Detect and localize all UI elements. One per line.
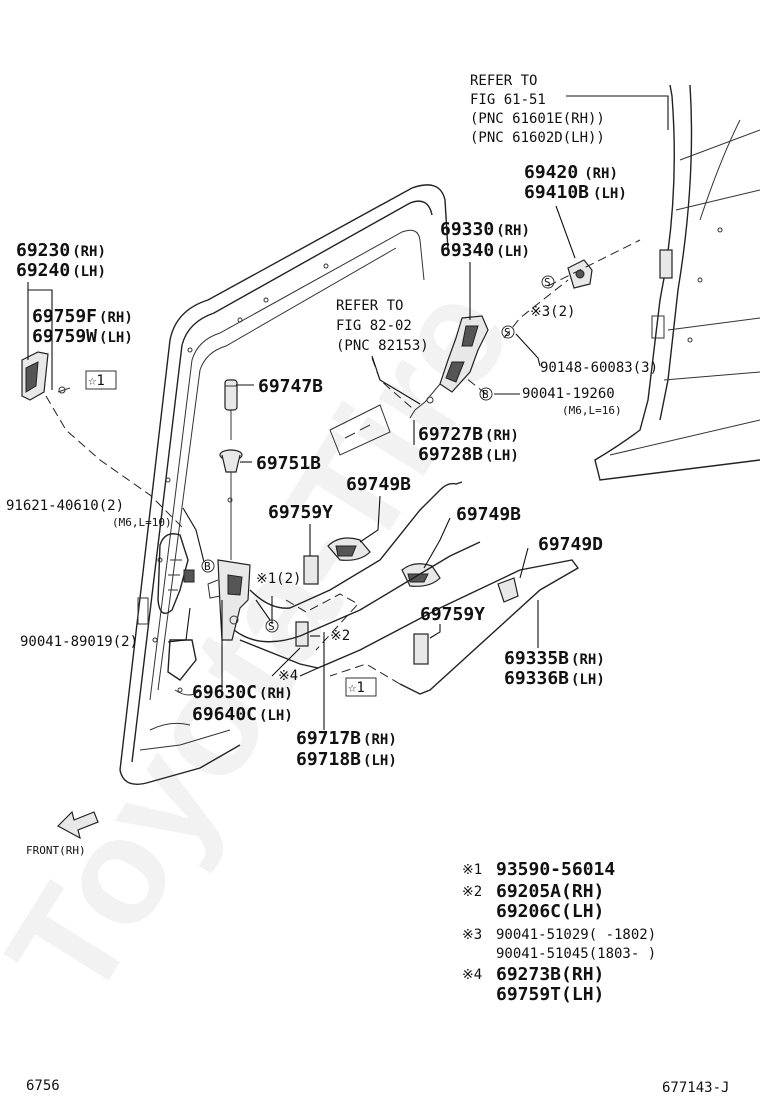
note3-ref: ※3(2): [530, 304, 575, 320]
note-4-mark: ※4: [462, 967, 482, 983]
lock-bushing: [219, 449, 243, 473]
rear-lock-assembly: [409, 315, 489, 419]
note-2-line2: 69206C(LH): [496, 901, 604, 922]
label-69749D: 69749D: [538, 534, 603, 555]
svg-text:REFER TO: REFER TO: [336, 298, 403, 314]
front-label: FRONT(RH): [26, 844, 86, 857]
leader-lines: [27, 95, 669, 730]
svg-text:FIG 82-02: FIG 82-02: [336, 318, 412, 334]
svg-text:(PNC 82153): (PNC 82153): [336, 338, 429, 354]
outside-handle: [21, 351, 71, 401]
inside-handle-upper: [327, 537, 371, 561]
label-90041-19260: 90041-19260: [522, 386, 615, 402]
small-clip: [183, 569, 195, 583]
striker: [567, 259, 593, 289]
refer-top: REFER TO FIG 61-51 (PNC 61601E(RH)) (PNC…: [470, 73, 605, 146]
svg-text:FIG 61-51: FIG 61-51: [470, 92, 546, 108]
note-3-mark: ※3: [462, 927, 482, 943]
svg-text:S: S: [504, 326, 511, 339]
svg-text:REFER TO: REFER TO: [470, 73, 537, 89]
door-lock-assembly: [207, 559, 251, 641]
note-1-line1: 93590-56014: [496, 859, 615, 880]
label-91621: 91621-40610(2): [6, 498, 124, 514]
note-1-mark: ※1: [462, 862, 482, 878]
rod-clip: [497, 577, 519, 603]
label-90041-19260-spec: (M6,L=16): [562, 404, 622, 417]
svg-text:S: S: [268, 620, 275, 633]
marker-s-2: S: [501, 325, 515, 339]
svg-text:S: S: [544, 276, 551, 289]
note-4-line1: 69273B(RH): [496, 964, 604, 985]
label-69340: 69340(LH): [440, 240, 530, 261]
note1-ref: ※1(2): [256, 571, 301, 587]
clip-note2: [295, 621, 309, 647]
svg-text:☆1: ☆1: [88, 373, 105, 389]
label-69759Y-1: 69759Y: [268, 502, 333, 523]
footer-figure-id: 677143-J: [662, 1080, 729, 1096]
label-69410B: 69410B(LH): [524, 182, 627, 203]
note-2-line1: 69205A(RH): [496, 881, 604, 902]
note4-ref: ※4: [278, 668, 298, 684]
marker-b-1: B: [479, 387, 493, 401]
label-69330: 69330(RH): [440, 219, 530, 240]
label-69727B: 69727B(RH): [418, 424, 519, 445]
label-69230: 69230(RH): [16, 240, 106, 261]
label-69728B: 69728B(LH): [418, 444, 519, 465]
label-69335B: 69335B(RH): [504, 648, 605, 669]
label-69749B-1: 69749B: [346, 474, 411, 495]
footer-page: 6756: [26, 1078, 60, 1094]
note-3-line1: 90041-51029( -1802): [496, 927, 656, 943]
label-69717B: 69717B(RH): [296, 728, 397, 749]
label-69420: 69420(RH): [524, 162, 618, 183]
label-90148: 90148-60083(3): [540, 360, 658, 376]
marker-s-1: S: [541, 275, 555, 289]
svg-text:☆1: ☆1: [348, 680, 365, 696]
note-4-line2: 69759T(LH): [496, 984, 604, 1005]
refer-mid: REFER TO FIG 82-02 (PNC 82153): [336, 298, 429, 354]
svg-text:B: B: [482, 388, 489, 401]
svg-text:(PNC 61601E(RH)): (PNC 61601E(RH)): [470, 111, 605, 127]
note-2-mark: ※2: [462, 884, 482, 900]
door-panel: [119, 184, 449, 785]
star1-box-lower: ☆1: [345, 677, 377, 697]
notes-table: ※1 93590-56014 ※2 69205A(RH) 69206C(LH) …: [462, 859, 656, 1005]
label-69747B: 69747B: [258, 376, 323, 397]
note2-ref: ※2: [330, 628, 350, 644]
label-69718B: 69718B(LH): [296, 749, 397, 770]
label-69751B: 69751B: [256, 453, 321, 474]
svg-text:(PNC 61602D(LH)): (PNC 61602D(LH)): [470, 130, 605, 146]
star1-box-upper: ☆1: [85, 370, 117, 390]
label-91621-spec: (M6,L=10): [112, 516, 172, 529]
label-69640C: 69640C(LH): [192, 704, 293, 725]
body-panel: [594, 84, 760, 481]
note-3-line2: 90041-51045(1803- ): [496, 946, 656, 962]
svg-text:B: B: [204, 560, 211, 573]
label-69749B-2: 69749B: [456, 504, 521, 525]
marker-b-2: B: [201, 559, 215, 573]
label-90041-89019: 90041-89019(2): [20, 634, 138, 650]
link-rods: [233, 481, 580, 695]
clip-upper: [303, 555, 319, 585]
inside-handle-lower: [401, 563, 441, 587]
clip-lower: [413, 633, 429, 665]
marker-s-3: S: [265, 619, 279, 633]
front-arrow-icon: [57, 810, 99, 840]
label-69759F: 69759F(RH): [32, 306, 133, 327]
label-69336B: 69336B(LH): [504, 668, 605, 689]
label-69759Y-2: 69759Y: [420, 604, 485, 625]
lock-knob: [224, 379, 238, 440]
label-69240: 69240(LH): [16, 260, 106, 281]
label-69759W: 69759W(LH): [32, 326, 133, 347]
label-69630C: 69630C(RH): [192, 682, 293, 703]
